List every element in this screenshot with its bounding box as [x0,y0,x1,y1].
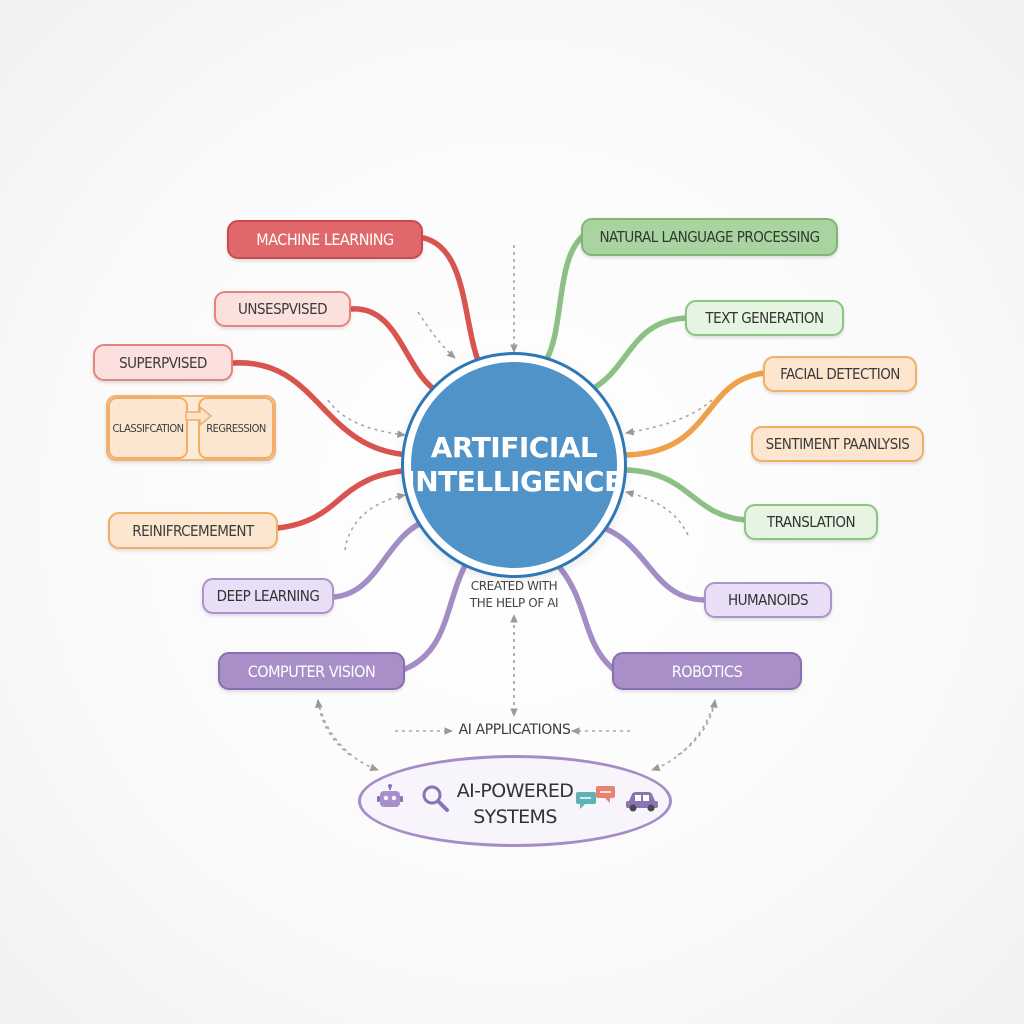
robot-icon [377,784,403,807]
node-robotics: ROBOTICS [612,652,802,690]
node-nlp: NATURAL LANGUAGE PROCESSING [581,218,838,256]
link-nlp [542,233,586,365]
center-title-line2: INTELLIGENCE [405,465,623,498]
node-translation: TRANSLATION [744,504,878,540]
node-supervised: SUPERPVISED [93,344,233,381]
ai-applications-label: AI APPLICATIONS [458,722,571,738]
node-text-generation: TEXT GENERATION [685,300,844,336]
link-deep-learning [331,517,431,600]
center-title-line1: ARTIFICIAL [430,431,598,464]
center-node: ARTIFICIAL INTELLIGENCE [405,362,623,568]
link-translation [619,467,748,523]
created-line1: CREATED WITH [470,579,558,593]
chat-bubbles-icon [576,786,615,809]
dotted-arrow-left-upper [327,399,406,438]
created-with-note: CREATED WITH THE HELP OF AI [454,578,574,612]
systems-line1: AI-POWERED [456,780,574,802]
node-deep-learning: DEEP LEARNING [202,578,334,614]
link-reinforcement [275,467,415,531]
node-reinforcement: REINIFRCEMEMENT [108,512,278,549]
link-facial-detection [619,370,768,458]
link-computer-vision [402,557,471,672]
magnifier-icon [422,785,449,812]
link-humanoids [592,522,709,603]
link-unsupervised [348,306,443,396]
arrow-right-icon [185,405,213,427]
node-sentiment-analysis: SENTIMENT PAANLYSIS [751,426,924,462]
node-regression: REGRESSION [198,397,274,459]
dotted-arrow-left-curve [317,699,379,772]
node-machine-learning: MACHINE LEARNING [227,220,423,259]
node-computer-vision: COMPUTER VISION [218,652,405,690]
link-machine-learning [421,235,485,373]
dotted-arrow-left-lower [344,492,406,551]
created-line2: THE HELP OF AI [469,596,559,610]
ai-powered-systems-ellipse [358,755,672,847]
node-facial-detection: FACIAL DETECTION [763,356,917,392]
dotted-arrow-right-curve-top [677,699,718,756]
car-icon [626,792,658,812]
link-text-generation [587,315,690,393]
dotted-arrow-right-curve [651,699,716,772]
node-unsupervised: UNSESPVISED [214,291,351,327]
dotted-arrow-right-lower [625,490,689,536]
node-classification: CLASSIFCATION [108,397,188,459]
dotted-arrow-left-curve-top [314,699,351,756]
dotted-arrow-right-upper [625,399,713,436]
link-robotics [552,559,616,672]
ai-powered-systems-label: AI-POWERED SYSTEMS [450,778,580,830]
link-supervised [230,360,413,458]
dotted-arrow-unsup [417,311,456,359]
node-humanoids: HUMANOIDS [704,582,832,618]
systems-line2: SYSTEMS [473,806,557,828]
